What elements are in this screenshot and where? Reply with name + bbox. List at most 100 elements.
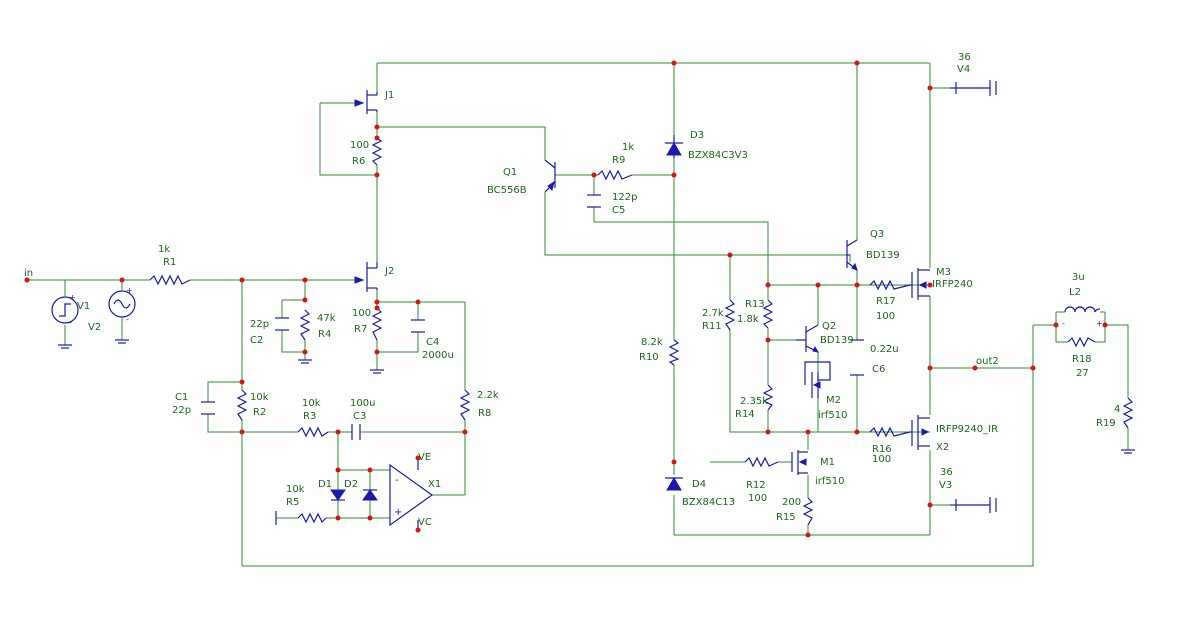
label-r1: R1 <box>163 257 176 268</box>
label-c4: C4 <box>426 337 439 348</box>
label-c3: C3 <box>353 411 366 422</box>
label-d3: D3 <box>690 130 704 141</box>
zener-d3 <box>665 135 683 158</box>
label-d2: D2 <box>344 479 358 490</box>
resistor-r9 <box>597 169 633 181</box>
resistor-r1 <box>149 274 191 286</box>
resistor-r7 <box>371 307 383 341</box>
label-m2-value: irf510 <box>818 410 848 421</box>
label-r16-value: 100 <box>872 454 891 465</box>
resistor-r6 <box>371 137 383 166</box>
label-l2: L2 <box>1069 287 1081 298</box>
label-r5: R5 <box>286 497 299 508</box>
mosfet-m2 <box>804 361 831 398</box>
label-r3: R3 <box>303 411 316 422</box>
mosfet-m1 <box>791 450 808 475</box>
svg-text:-: - <box>126 315 129 324</box>
label-r13: R13 <box>745 299 765 310</box>
label-r15: R15 <box>776 512 796 523</box>
label-r5-value: 10k <box>286 484 305 495</box>
svg-text:+: + <box>126 286 133 295</box>
svg-text:+: + <box>1096 319 1103 328</box>
label-r3-value: 10k <box>302 398 321 409</box>
label-r15-value: 200 <box>782 497 801 508</box>
label-ve: VE <box>418 452 431 463</box>
label-x2-value: IRFP9240_IR <box>936 424 998 435</box>
resistor-r16 <box>869 426 911 438</box>
svg-text:-: - <box>1062 319 1065 328</box>
label-c5: C5 <box>612 205 625 216</box>
label-x2: X2 <box>936 442 949 453</box>
label-r17-value: 100 <box>876 311 895 322</box>
battery-v3 <box>950 497 991 513</box>
label-q3-value: BD139 <box>866 250 900 261</box>
label-c1: C1 <box>175 392 188 403</box>
label-r10: R10 <box>639 352 659 363</box>
label-d1: D1 <box>318 479 332 490</box>
capacitor-c3 <box>351 424 370 440</box>
label-r18: R18 <box>1072 354 1092 365</box>
label-v3-value: 36 <box>940 467 953 478</box>
label-l2-value: 3u <box>1072 272 1085 283</box>
label-r2: R2 <box>253 407 266 418</box>
labels: J1 J2 100 R6 100 R7 C4 2000u 47k R4 22p … <box>24 52 1120 528</box>
label-m3-value: IRFP240 <box>932 279 973 290</box>
resistor-r17 <box>869 279 911 291</box>
inductor-l2: - + <box>1062 306 1103 328</box>
bjt-q1 <box>544 159 556 193</box>
label-r14: R14 <box>735 409 755 420</box>
junction-nodes <box>24 60 1108 538</box>
label-c5-value: 122p <box>612 192 637 203</box>
resistor-r5 <box>297 512 327 524</box>
capacitor-c6 <box>850 339 864 376</box>
label-v2: V2 <box>88 322 101 333</box>
resistor-r10 <box>668 339 680 366</box>
label-in: in <box>24 268 33 279</box>
diode-d2 <box>362 489 378 501</box>
label-c4-value: 2000u <box>422 350 454 361</box>
label-r16: R16 <box>872 444 892 455</box>
label-c2-value: 22p <box>250 319 269 330</box>
label-r11-value: 2.7k <box>702 308 724 319</box>
label-r19-value: 4 <box>1114 404 1120 415</box>
label-v3: V3 <box>939 480 952 491</box>
label-c6: C6 <box>872 364 885 375</box>
label-vc: VC <box>418 517 432 528</box>
capacitor-c4 <box>411 319 425 333</box>
capacitor-c5 <box>587 194 601 208</box>
label-m2: M2 <box>826 395 841 406</box>
diode-d1 <box>330 489 346 501</box>
label-r7: R7 <box>354 324 367 335</box>
label-q2: Q2 <box>822 321 836 332</box>
label-r10-value: 8.2k <box>641 337 663 348</box>
jfet-j1 <box>354 90 378 114</box>
label-v1: V1 <box>77 301 90 312</box>
label-r9: R9 <box>612 155 625 166</box>
resistor-r13 <box>762 299 774 329</box>
label-r12: R12 <box>746 480 766 491</box>
svg-text:+: + <box>394 507 402 518</box>
resistor-r14 <box>762 384 774 411</box>
label-m1-value: irf510 <box>815 476 845 487</box>
bjt-q2 <box>796 324 820 353</box>
label-c3-value: 100u <box>350 398 375 409</box>
capacitor-c1 <box>201 401 215 415</box>
svg-text:-: - <box>395 475 399 486</box>
zener-d4 <box>665 477 683 491</box>
label-r8: R8 <box>478 408 491 419</box>
resistor-r15 <box>802 497 814 526</box>
label-r13-value: 1.8k <box>737 314 759 325</box>
label-r4: R4 <box>318 329 331 340</box>
resistor-r8 <box>459 389 471 421</box>
label-r1-value: 1k <box>158 244 170 255</box>
label-c2: C2 <box>250 335 263 346</box>
label-j2: J2 <box>384 266 394 277</box>
label-q1-value: BC556B <box>487 185 527 196</box>
jfet-j2 <box>354 262 378 292</box>
mosfet-m3 <box>910 268 930 300</box>
label-q3: Q3 <box>870 229 884 240</box>
label-r6: R6 <box>352 156 365 167</box>
label-m3: M3 <box>936 267 951 278</box>
